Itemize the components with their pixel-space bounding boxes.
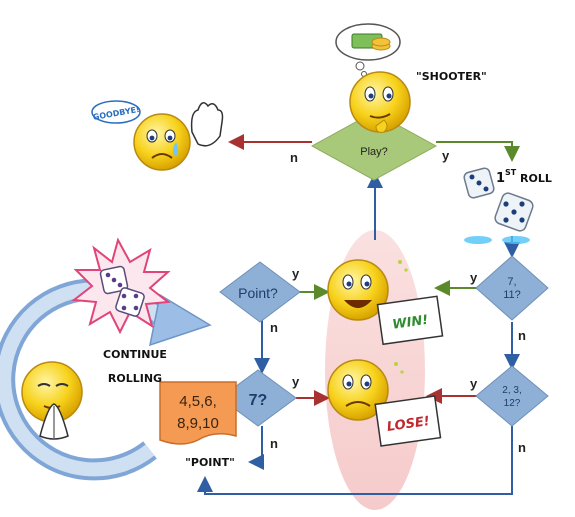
edge-label-play-yes: y	[442, 148, 450, 163]
decision-seven-eleven-line2: 11?	[503, 289, 521, 301]
point-numbers-line2: 8,9,10	[177, 415, 219, 432]
decision-point: Point?	[219, 261, 301, 323]
shooter-thinking-face	[335, 23, 411, 133]
continue-rolling-line1: CONTINUE	[103, 348, 167, 361]
decision-play-label: Play?	[360, 146, 388, 158]
praying-face	[21, 361, 83, 440]
first-roll-number: 1	[496, 171, 505, 186]
edge-label-point-no: n	[270, 320, 278, 335]
decision-play: Play?	[310, 111, 438, 181]
decision-point-label: Point?	[238, 285, 278, 301]
decision-craps-line1: 2, 3,	[502, 385, 521, 396]
dice-icon	[463, 167, 534, 244]
decision-seven-eleven-line1: 7,	[507, 276, 516, 288]
waving-hand-icon	[190, 102, 224, 147]
lose-sign-text: LOSE!	[386, 414, 431, 435]
first-roll-word: ROLL	[520, 172, 552, 185]
dice-burst-icon	[71, 237, 171, 335]
edge-labels: n y y n y n y n y n	[270, 148, 526, 455]
shooter-label: "SHOOTER"	[416, 70, 487, 83]
decision-craps: 2, 3, 12?	[475, 365, 549, 427]
win-sign-text: WIN!	[391, 313, 429, 333]
edge-label-seven-no: n	[270, 436, 278, 451]
edge-label-seven-yes: y	[292, 374, 300, 389]
goodbye-crying-face: GOODBYE!	[91, 100, 224, 171]
edge-label-711-yes: y	[470, 270, 478, 285]
decision-craps-line2: 12?	[504, 398, 521, 409]
lose-sign: LOSE!	[374, 395, 442, 447]
continue-rolling-line2: ROLLING	[108, 372, 162, 385]
point-numbers-box: 4,5,6, 8,9,10	[159, 381, 237, 445]
first-roll-superscript: ST	[505, 168, 517, 177]
edge-label-play-no: n	[290, 150, 298, 165]
edge-label-craps-no: n	[518, 440, 526, 455]
flow-arrows	[197, 134, 520, 495]
win-sign: WIN!	[376, 295, 444, 346]
edge-label-point-yes: y	[292, 266, 300, 281]
lose-face: LOSE!	[327, 359, 442, 447]
decision-seven-eleven: 7, 11?	[475, 255, 549, 321]
first-roll-label: 1 ST ROLL	[496, 168, 552, 186]
point-caption: "POINT"	[185, 456, 235, 469]
point-numbers-line1: 4,5,6,	[179, 393, 217, 410]
edge-label-craps-yes: y	[470, 376, 478, 391]
win-face: WIN!	[327, 259, 444, 346]
edge-label-711-no: n	[518, 328, 526, 343]
decision-seven-label: 7?	[249, 392, 268, 409]
